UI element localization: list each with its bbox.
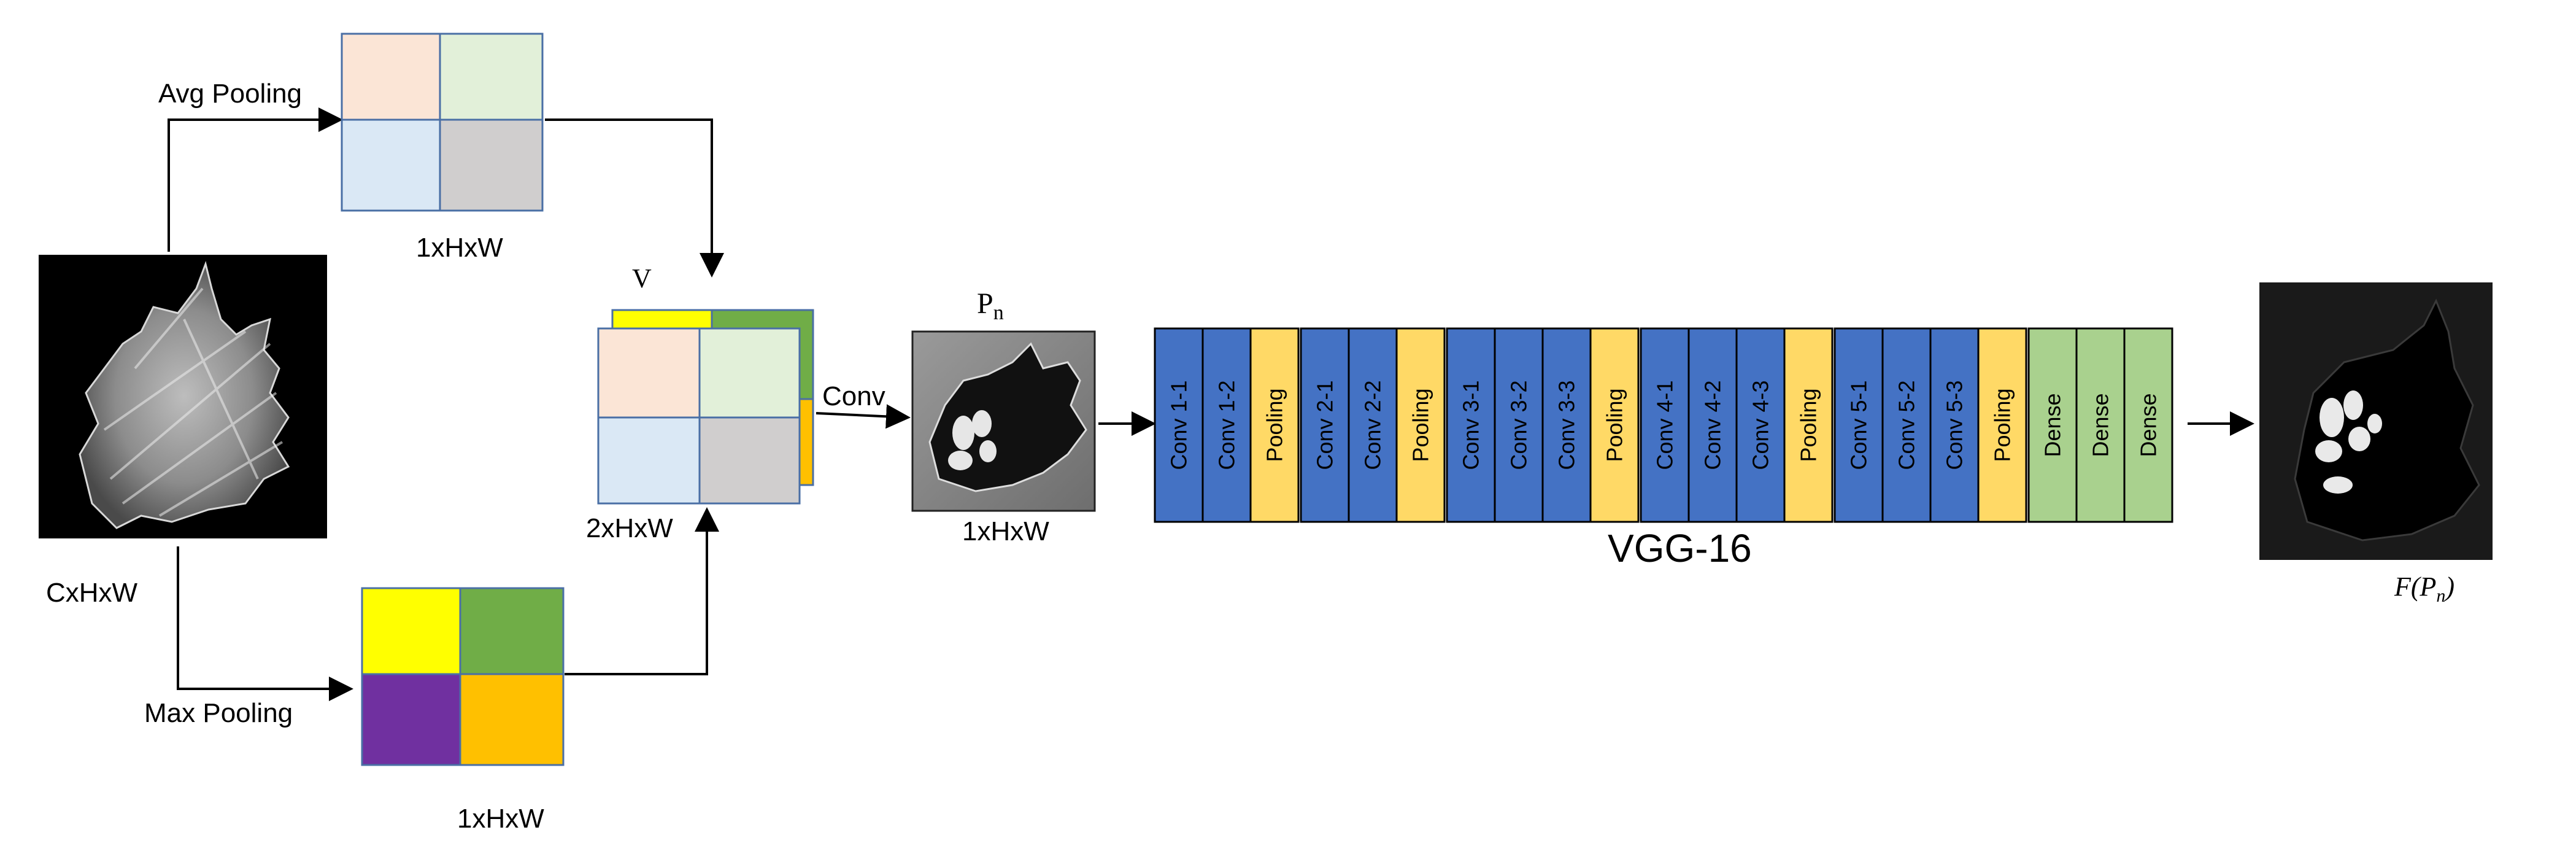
output-subscript: n: [2436, 586, 2445, 606]
avg-pooling-label: Avg Pooling: [158, 79, 302, 109]
avg-cell-3: [439, 118, 544, 212]
vgg-layer-18: [1977, 327, 2027, 523]
conv-label: Conv: [822, 381, 885, 411]
vgg-layer-label-9: Conv 3-3: [1554, 380, 1579, 470]
vgg-layer-3: [1249, 327, 1300, 523]
vgg-layer-17: [1929, 327, 1980, 523]
output-image: [2259, 282, 2493, 560]
vgg-layer-label-15: Conv 5-1: [1846, 380, 1872, 470]
vgg-layer-16: [1881, 327, 1932, 523]
vgg-layer-5: [1348, 327, 1398, 523]
vgg-title: VGG-16: [1608, 526, 1752, 570]
input-dims-label: CxHxW: [46, 578, 138, 608]
max-dims-label: 1xHxW: [457, 804, 544, 834]
avg-pooling-map: [341, 33, 544, 212]
vgg-layer-label-3: Pooling: [1262, 388, 1287, 462]
pn-image: [911, 330, 1096, 512]
vgg-layer-label-16: Conv 5-2: [1894, 380, 1919, 470]
vgg-layer-1: [1154, 327, 1204, 523]
vgg16-network: Conv 1-1 Conv 1-2 Pooling Conv 2-1 Conv 2-2 P…: [1154, 327, 2173, 523]
vgg-layer-12: [1687, 327, 1738, 523]
vgg-layer-label-11: Conv 4-1: [1652, 380, 1678, 470]
vgg-layer-label-18: Pooling: [1990, 388, 2015, 462]
vgg-layer-20: [2075, 327, 2126, 523]
stack-front-map: [597, 327, 801, 505]
avg-dims-label: 1xHxW: [416, 233, 503, 263]
vgg-layer-label-19: Dense: [2040, 393, 2065, 457]
vgg-layer-21: [2123, 327, 2173, 523]
stack-front-cell-3: [698, 416, 801, 505]
stack-dims-label: 2xHxW: [586, 513, 673, 543]
avg-cell-2: [341, 118, 441, 212]
vgg-layer-6: [1395, 327, 1446, 523]
vgg-layer-label-7: Conv 3-1: [1459, 380, 1484, 470]
vgg-layer-7: [1446, 327, 1496, 523]
vgg-layer-label-10: Pooling: [1602, 388, 1627, 462]
avg-cell-1: [439, 33, 544, 121]
vgg-layer-14: [1783, 327, 1834, 523]
vgg-layer-label-1: Conv 1-1: [1167, 380, 1192, 470]
vgg-layer-label-17: Conv 5-3: [1942, 380, 1967, 470]
stack-front-cell-1: [698, 327, 801, 419]
vgg-layer-label-13: Conv 4-3: [1748, 380, 1773, 470]
conv-arrow: [816, 404, 911, 429]
input-image: [39, 255, 327, 538]
vgg-layer-2: [1201, 327, 1252, 523]
max-pooling-map: [361, 587, 565, 766]
arrow-to-max-pooling: [177, 546, 353, 701]
arrow-max-to-stack: [565, 507, 719, 675]
vgg-layer-label-2: Conv 1-2: [1214, 380, 1240, 470]
pn-dims-label: 1xHxW: [962, 516, 1049, 546]
vgg-layer-label-20: Dense: [2088, 393, 2113, 457]
vgg-layer-label-21: Dense: [2136, 393, 2161, 457]
max-pooling-label: Max Pooling: [144, 698, 293, 728]
output-suffix: ): [2443, 572, 2455, 602]
pn-subscript: n: [993, 301, 1004, 324]
vgg-layer-label-14: Pooling: [1796, 388, 1821, 462]
stack-front-cell-2: [597, 416, 701, 505]
vgg-layer-10: [1589, 327, 1640, 523]
vgg-layer-19: [2027, 327, 2078, 523]
concatenated-maps: [597, 309, 814, 505]
stack-front-cell-0: [597, 327, 701, 419]
vgg-layer-15: [1834, 327, 1884, 523]
output-label: F(Pn): [2394, 572, 2455, 606]
vgg-layer-label-4: Conv 2-1: [1313, 380, 1338, 470]
v-label: V: [632, 263, 652, 293]
pn-base: P: [977, 287, 993, 320]
avg-cell-0: [341, 33, 441, 121]
pn-label: Pn: [977, 287, 1004, 324]
max-cell-0: [361, 587, 461, 675]
output-prefix: F(P: [2394, 572, 2436, 602]
vgg-layer-label-8: Conv 3-2: [1506, 380, 1532, 470]
vgg-layer-13: [1735, 327, 1786, 523]
arrow-to-avg-pooling: [168, 107, 343, 252]
arrow-avg-to-stack: [545, 118, 724, 278]
vgg-layer-label-6: Pooling: [1408, 388, 1433, 462]
max-cell-3: [459, 673, 565, 766]
vgg-layer-9: [1541, 327, 1592, 523]
vgg-layer-label-12: Conv 4-2: [1700, 380, 1726, 470]
max-cell-1: [459, 587, 565, 675]
max-cell-2: [361, 673, 461, 766]
vgg-layer-label-5: Conv 2-2: [1360, 380, 1386, 470]
